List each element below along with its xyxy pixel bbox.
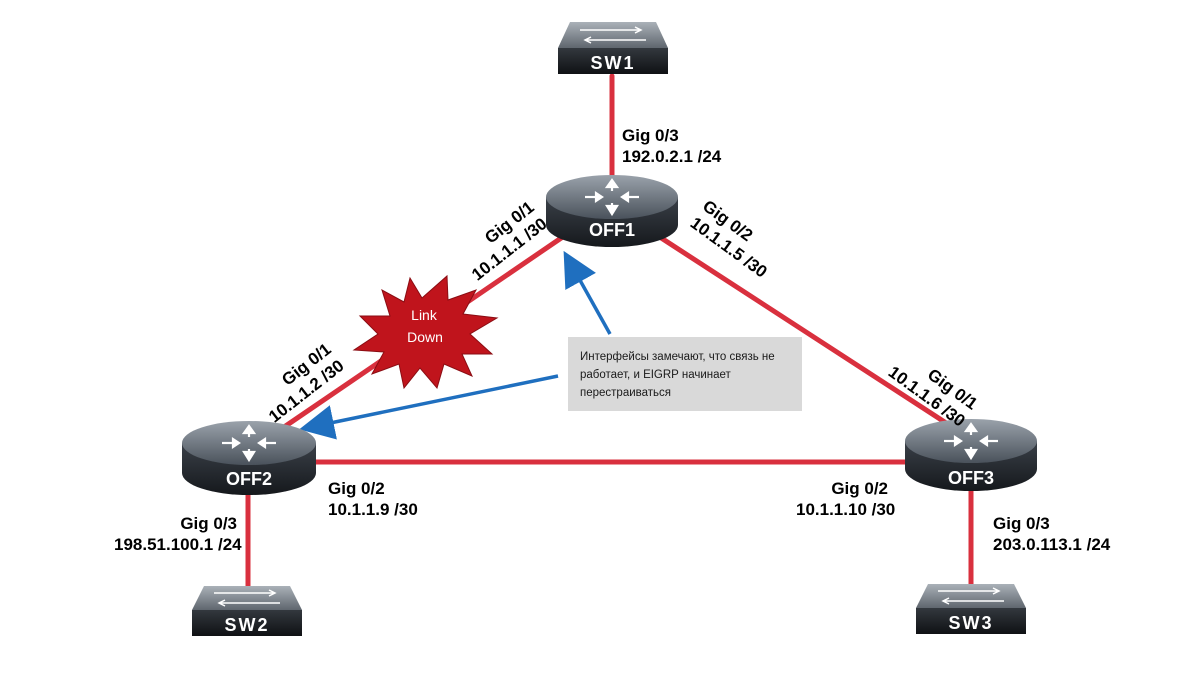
interface-ip: 198.51.100.1 /24 xyxy=(114,535,242,554)
interface-name: Gig 0/2 xyxy=(328,479,385,498)
interface-name: Gig 0/2 xyxy=(831,479,888,498)
switch-arrows-icon xyxy=(580,26,646,44)
links xyxy=(245,73,974,595)
router-off3[interactable]: OFF3 xyxy=(905,419,1037,491)
off3-g03-label: Gig 0/3 203.0.113.1 /24 xyxy=(993,513,1110,555)
link-off1-off3 xyxy=(649,229,963,435)
arrow-to-off1 xyxy=(563,250,612,335)
switch-arrows-icon xyxy=(214,589,280,607)
switch-sw3[interactable]: SW3 xyxy=(916,584,1026,634)
sw2-label: SW2 xyxy=(224,615,269,635)
off3-label: OFF3 xyxy=(948,468,994,488)
link-down-line1: Link xyxy=(411,307,438,323)
callout-arrows xyxy=(299,250,612,440)
switch-sw1[interactable]: SW1 xyxy=(558,22,668,74)
sw1-label: SW1 xyxy=(590,53,635,73)
interface-ip: 10.1.1.9 /30 xyxy=(328,500,418,519)
arrow-to-off2 xyxy=(299,374,559,440)
interface-ip: 203.0.113.1 /24 xyxy=(993,535,1111,554)
interface-ip: 192.0.2.1 /24 xyxy=(622,147,722,166)
off1-g03-label: Gig 0/3 192.0.2.1 /24 xyxy=(622,125,721,167)
off2-g03-label: Gig 0/3 198.51.100.1 /24 xyxy=(114,513,242,555)
interface-name: Gig 0/3 xyxy=(993,514,1050,533)
link-down-line2: Down xyxy=(407,329,443,345)
interface-name: Gig 0/3 xyxy=(180,514,237,533)
sw3-label: SW3 xyxy=(948,613,993,633)
link-down-burst: Link Down xyxy=(352,274,499,390)
router-arrows-icon xyxy=(222,424,276,463)
burst-shape xyxy=(352,274,499,390)
off3-g02-label: Gig 0/2 10.1.1.10 /30 xyxy=(796,478,896,520)
interface-ip: 10.1.1.10 /30 xyxy=(796,500,896,519)
callout-box: Интерфейсы замечают, что связь не работа… xyxy=(568,337,802,411)
interface-name: Gig 0/3 xyxy=(622,126,679,145)
off2-g02-label: Gig 0/2 10.1.1.9 /30 xyxy=(328,478,418,520)
router-arrows-icon xyxy=(944,422,998,461)
router-arrows-icon xyxy=(585,178,639,217)
switch-sw2[interactable]: SW2 xyxy=(192,586,302,636)
off1-label: OFF1 xyxy=(589,220,635,240)
switch-arrows-icon xyxy=(938,587,1004,605)
callout-text: Интерфейсы замечают, что связь не работа… xyxy=(580,351,775,399)
off2-label: OFF2 xyxy=(226,469,272,489)
router-off2[interactable]: OFF2 xyxy=(182,421,316,495)
router-off1[interactable]: OFF1 xyxy=(546,175,678,247)
